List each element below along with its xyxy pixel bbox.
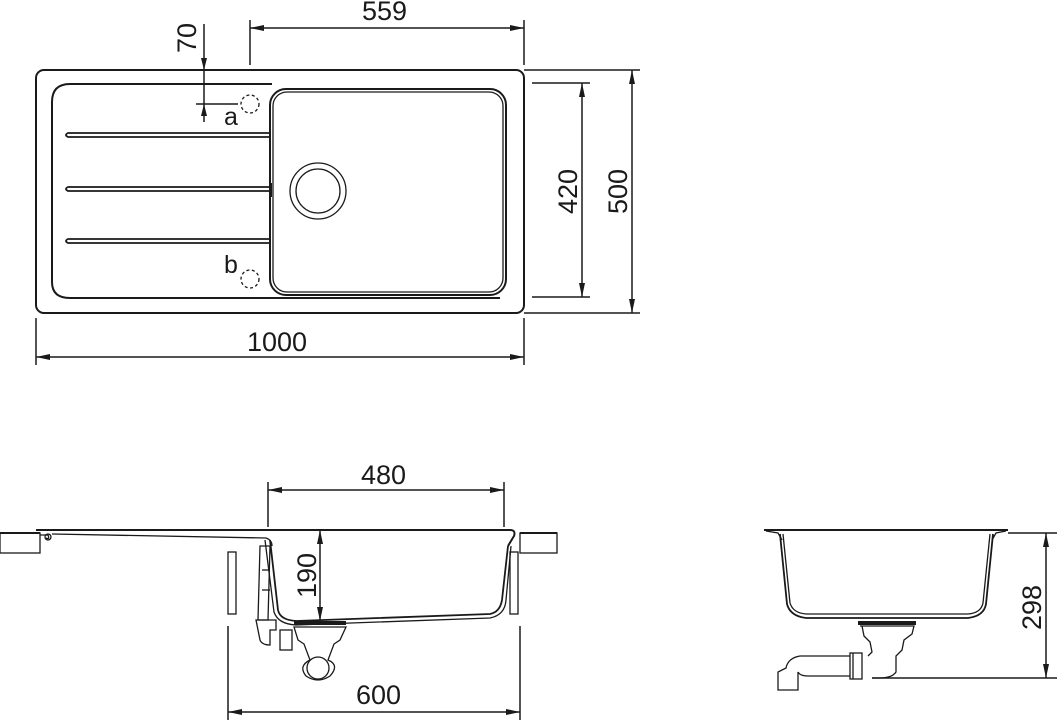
- dimension-190: 190: [292, 530, 323, 621]
- side-section-view: 298: [764, 529, 1057, 691]
- tap-hole-a-icon: [240, 94, 260, 114]
- svg-text:500: 500: [603, 169, 633, 214]
- drainer-outline: [51, 83, 500, 299]
- svg-text:600: 600: [356, 680, 401, 710]
- dimension-420: 420: [532, 82, 590, 298]
- side-bowl-profile: [779, 533, 994, 619]
- side-strainer-body: [860, 625, 915, 679]
- dimension-1000: 1000: [35, 318, 525, 365]
- side-strainer-plate: [858, 621, 916, 625]
- countertop-right: [519, 532, 558, 554]
- svg-text:420: 420: [553, 169, 583, 214]
- svg-text:298: 298: [1017, 585, 1047, 630]
- dimension-500: 500: [524, 69, 640, 314]
- bowl-outline: [269, 88, 507, 296]
- svg-text:559: 559: [362, 0, 407, 26]
- side-waste-nut: [849, 652, 863, 680]
- cabinet-wall-right: [509, 551, 519, 615]
- dimension-70: 70: [172, 23, 238, 122]
- drain-inner-icon: [295, 168, 341, 214]
- tap-hole-b-icon: [240, 269, 260, 289]
- overflow-pipe: [257, 545, 271, 621]
- cabinet-wall-left: [227, 551, 237, 615]
- dimension-298: 298: [872, 532, 1057, 679]
- strainer-basket: [293, 626, 348, 681]
- svg-text:190: 190: [292, 553, 322, 598]
- bowl-profile: [269, 539, 509, 622]
- overflow-nut: [279, 629, 293, 651]
- countertop-left: [0, 532, 41, 554]
- dimension-480: 480: [267, 460, 505, 527]
- drainer-grooves: [65, 132, 272, 244]
- tap-hole-b-label: b: [224, 251, 238, 279]
- svg-text:480: 480: [361, 460, 406, 490]
- sink-outline: [35, 69, 525, 314]
- svg-text:70: 70: [172, 23, 202, 53]
- dimension-559: 559: [249, 0, 525, 65]
- strainer-plate: [294, 621, 346, 625]
- top-view: a b 70 559 420: [35, 0, 640, 365]
- drain-outer-icon: [289, 162, 347, 220]
- front-section-view: 480 190 600: [0, 460, 558, 720]
- tap-hole-a-label: a: [224, 103, 238, 131]
- dimension-600: 600: [227, 626, 521, 720]
- svg-text:1000: 1000: [247, 327, 307, 357]
- side-waste-pipe: [777, 655, 850, 691]
